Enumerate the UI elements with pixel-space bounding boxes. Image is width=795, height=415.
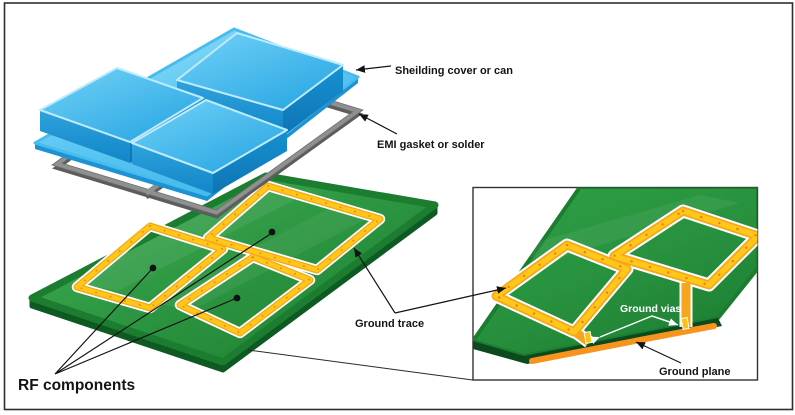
ground-vias-arrow-right — [651, 315, 679, 326]
ground-plane-arrow — [635, 341, 682, 364]
ground-plane-label: Ground plane — [659, 366, 731, 378]
inset-ground-plane — [529, 323, 717, 364]
pcb-board — [28, 172, 439, 373]
ground-via — [680, 316, 690, 331]
emi-gasket-arrow — [358, 113, 398, 135]
cover-box-face — [213, 130, 287, 194]
inset-trace-core — [493, 208, 758, 335]
inset-pcb-edge — [473, 318, 722, 364]
rf-components-label: RF components — [18, 377, 135, 394]
inset-link-line — [247, 349, 473, 381]
shielding-cover — [33, 27, 360, 201]
ground-trace-arrow-left — [353, 247, 396, 314]
cover-box-front — [131, 99, 288, 194]
cover-box-face — [132, 143, 213, 194]
shielding-cover-arrow — [355, 65, 392, 73]
ground-trace-traces — [71, 180, 386, 339]
inset-detail-box: Ground vias Ground plane — [472, 186, 759, 381]
cover-box-top — [131, 99, 288, 174]
figure-border — [3, 2, 794, 411]
ground-trace-label: Ground trace — [355, 318, 424, 330]
ground-vias-label: Ground vias — [620, 303, 681, 315]
cover-box-face — [283, 65, 343, 136]
rf-components-lines — [54, 232, 273, 375]
ground-trace-arrow-inset — [394, 286, 507, 314]
cover-plate-side — [35, 77, 358, 201]
cover-box-top — [176, 32, 344, 111]
cover-box-top — [39, 67, 204, 143]
annotations: Sheilding cover or can EMI gasket or sol… — [18, 65, 513, 394]
emi-gasket-label: EMI gasket or solder — [377, 139, 485, 151]
ground-via — [583, 330, 593, 345]
shielding-cover-label: Sheilding cover or can — [395, 65, 513, 77]
cover-box-face — [40, 110, 130, 163]
inset-art — [473, 187, 758, 364]
